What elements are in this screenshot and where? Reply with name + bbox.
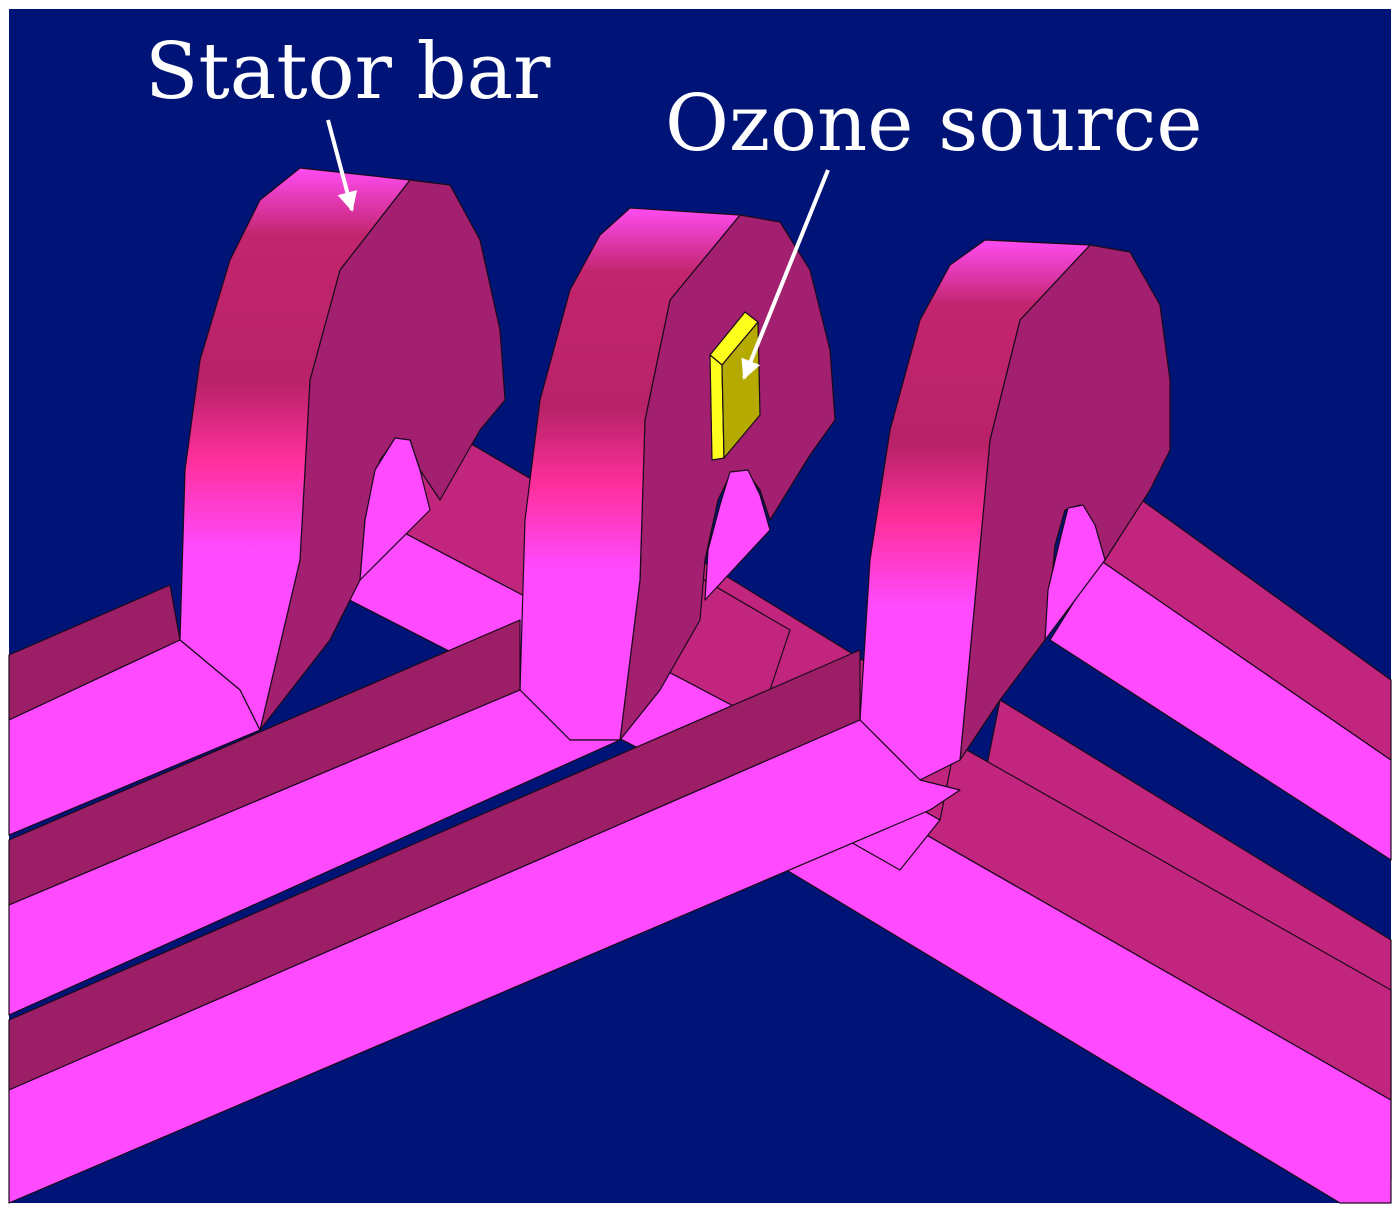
left-bar-3-top	[8, 719, 961, 1204]
stator-bar-arrow	[326, 119, 358, 212]
ozone-source	[709, 311, 761, 461]
stator-loop-3	[859, 239, 1171, 781]
ozone-source-label: Ozone source	[665, 79, 1203, 169]
stator-bar-label: Stator bar	[145, 27, 551, 117]
left-bar-2-top	[8, 689, 621, 1016]
loop-2-slot	[704, 469, 771, 601]
stator-loop-2	[519, 207, 836, 741]
stator-loop-1	[179, 167, 506, 731]
ozone-source-front	[721, 321, 761, 459]
loop-1-slot	[359, 437, 431, 581]
left-bar-group	[8, 584, 961, 1204]
loop-3-slot	[1044, 504, 1106, 641]
left-bar-1-top	[8, 639, 261, 836]
ozone-source-arrow	[741, 169, 830, 380]
